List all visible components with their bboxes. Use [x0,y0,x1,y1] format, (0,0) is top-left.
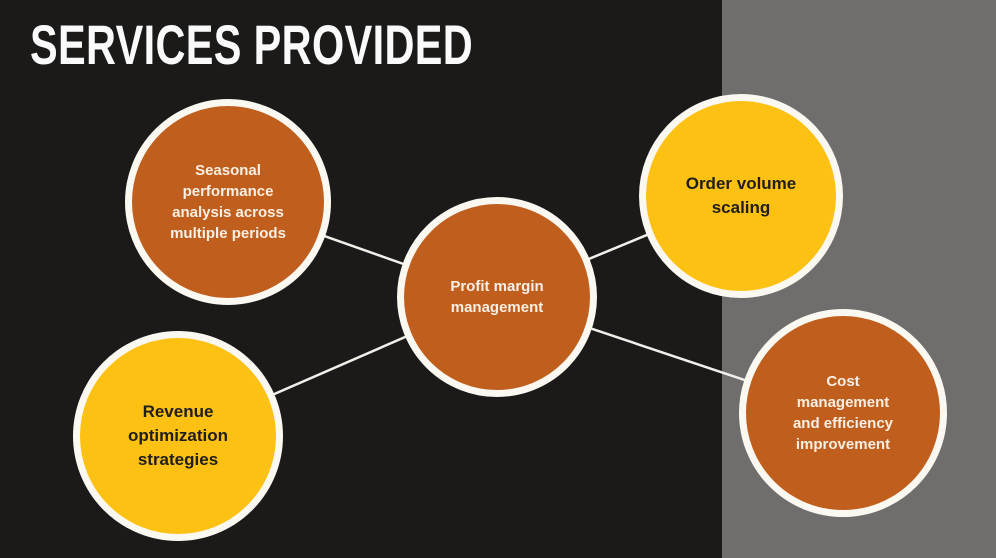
node-order-volume-label: Order volume scaling [685,174,797,217]
node-profit-margin-label: Profit margin management [450,278,544,316]
node-cost-management: Cost management and efficiency improveme… [739,309,947,517]
node-revenue-optimization: Revenue optimization strategies [73,331,283,541]
node-seasonal-performance: Seasonal performance analysis across mul… [125,99,331,305]
node-order-volume: Order volume scaling [639,94,843,298]
node-seasonal-performance-label: Seasonal performance analysis across mul… [170,162,286,242]
slide-title: SERVICES PROVIDED [30,13,474,76]
node-revenue-optimization-label: Revenue optimization strategies [127,402,229,469]
node-cost-management-label: Cost management and efficiency improveme… [792,373,894,453]
node-profit-margin: Profit margin management [397,197,597,397]
